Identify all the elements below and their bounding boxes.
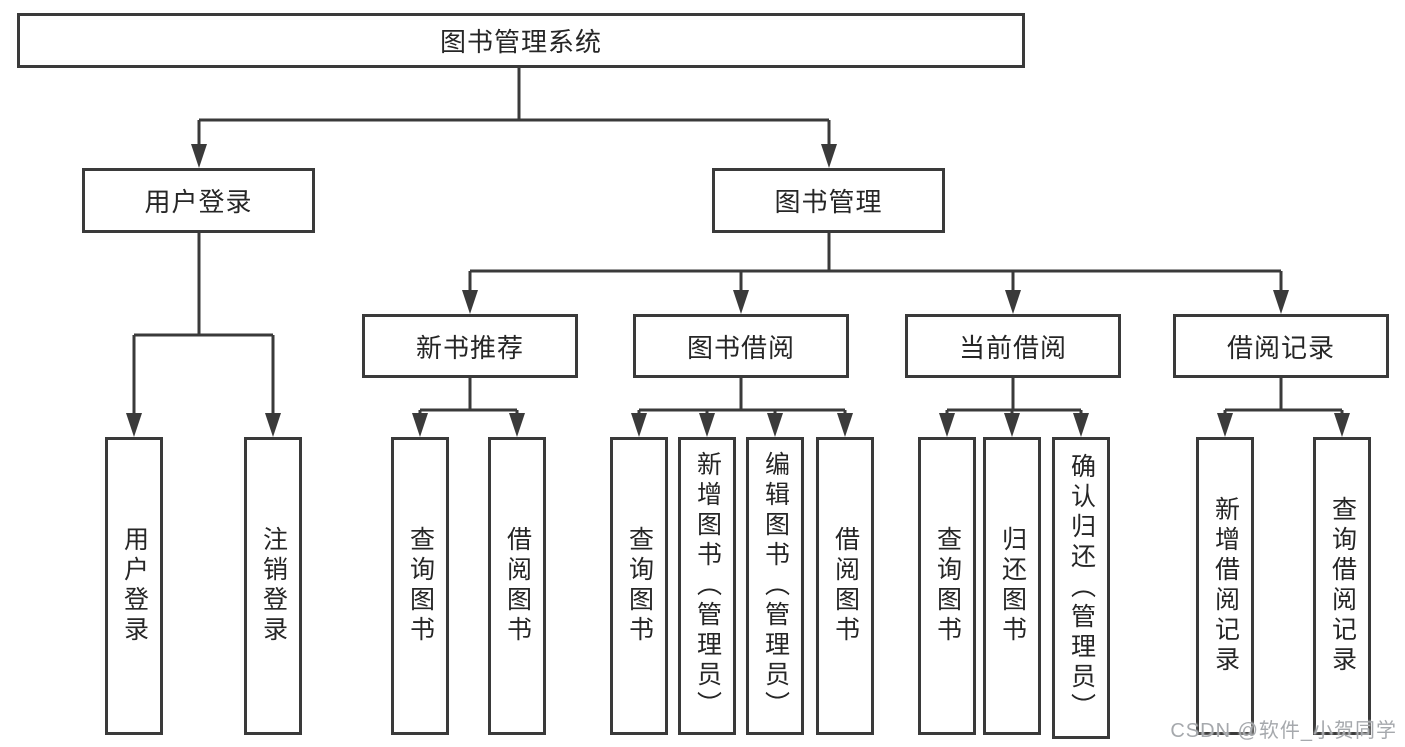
leaf-confirm-return-admin: 确认归还（管理员）: [1052, 437, 1110, 739]
node-book-management-label: 图书管理: [774, 187, 883, 217]
node-user-login: 用户登录: [82, 168, 315, 233]
leaf-return-books-label: 归还图书: [998, 526, 1027, 646]
leaf-add-borrow-record-label: 新增借阅记录: [1211, 496, 1240, 676]
leaf-edit-book-admin: 编辑图书（管理员）: [746, 437, 804, 735]
leaf-add-book-admin: 新增图书（管理员）: [678, 437, 736, 735]
leaf-query-books-borrow: 查询图书: [610, 437, 668, 735]
leaf-add-book-admin-label: 新增图书（管理员）: [693, 451, 722, 721]
leaf-borrow-books-label: 借阅图书: [831, 526, 860, 646]
node-library-system-label: 图书管理系统: [439, 27, 602, 57]
leaf-logout-label: 注销登录: [259, 526, 288, 646]
leaf-user-login: 用户登录: [105, 437, 163, 735]
leaf-borrow-books-recommend-label: 借阅图书: [503, 526, 532, 646]
leaf-add-borrow-record: 新增借阅记录: [1196, 437, 1254, 735]
node-current-borrow-label: 当前借阅: [958, 332, 1067, 363]
node-book-borrow: 图书借阅: [633, 314, 849, 378]
leaf-query-borrow-record: 查询借阅记录: [1313, 437, 1371, 735]
leaf-user-login-label: 用户登录: [120, 526, 149, 646]
leaf-query-books-borrow-label: 查询图书: [625, 526, 654, 646]
node-new-book-recommend: 新书推荐: [362, 314, 578, 378]
watermark-text: CSDN @软件_小贺同学: [1170, 720, 1397, 742]
node-user-login-label: 用户登录: [144, 187, 253, 217]
leaf-query-books-current-label: 查询图书: [933, 526, 962, 646]
arrowheads: [126, 144, 1350, 437]
leaf-query-borrow-record-label: 查询借阅记录: [1328, 496, 1357, 676]
node-book-management: 图书管理: [712, 168, 945, 233]
node-current-borrow: 当前借阅: [905, 314, 1121, 378]
leaf-borrow-books-recommend: 借阅图书: [488, 437, 546, 735]
leaf-borrow-books: 借阅图书: [816, 437, 874, 735]
leaf-query-books-recommend-label: 查询图书: [406, 526, 435, 646]
node-book-borrow-label: 图书借阅: [686, 332, 795, 363]
node-borrow-records-label: 借阅记录: [1226, 332, 1335, 363]
node-library-system: 图书管理系统: [17, 13, 1025, 68]
node-new-book-recommend-label: 新书推荐: [415, 332, 524, 363]
node-borrow-records: 借阅记录: [1173, 314, 1389, 378]
leaf-return-books: 归还图书: [983, 437, 1041, 735]
leaf-edit-book-admin-label: 编辑图书（管理员）: [761, 451, 790, 721]
leaf-query-books-recommend: 查询图书: [391, 437, 449, 735]
leaf-query-books-current: 查询图书: [918, 437, 976, 735]
leaf-confirm-return-admin-label: 确认归还（管理员）: [1067, 453, 1096, 723]
leaf-logout: 注销登录: [244, 437, 302, 735]
